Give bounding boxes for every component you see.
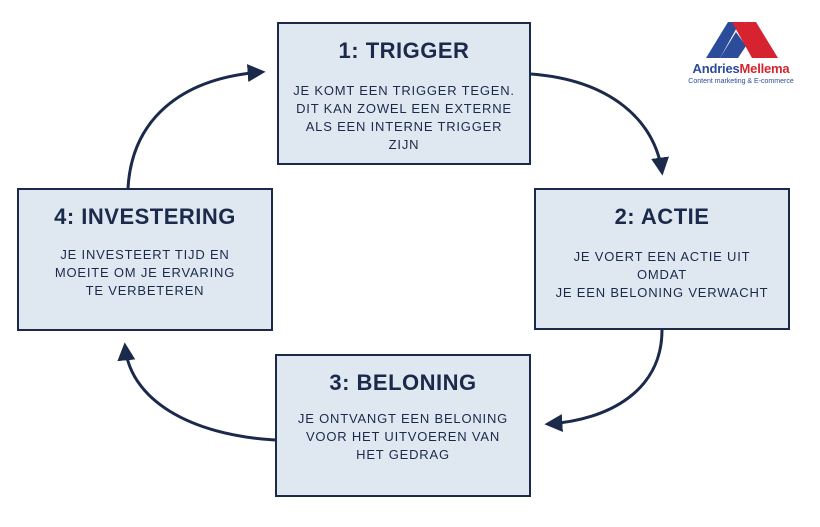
step-beloning-title: 3: BELONING (329, 370, 477, 395)
logo-last-name: Mellema (739, 61, 790, 76)
step-actie-text: JE VOERT EEN ACTIE UIT OMDAT JE EEN BELO… (548, 248, 776, 302)
step-investering-line: TE VERBETEREN (85, 283, 205, 298)
step-beloning-line: HET GEDRAG (356, 447, 450, 462)
logo-wordmark: AndriesMellema (676, 61, 806, 76)
step-beloning-line: JE ONTVANGT EEN BELONING (297, 411, 509, 426)
step-actie-line: JE EEN BELONING VERWACHT (555, 285, 769, 300)
step-investering-line: MOEITE OM JE ERVARING (54, 265, 236, 280)
step-beloning-box: 3: BELONING JE ONTVANGT EEN BELONING VOO… (275, 354, 531, 497)
step-actie-box: 2: ACTIE JE VOERT EEN ACTIE UIT OMDAT JE… (534, 188, 790, 330)
step-investering-text: JE INVESTEERT TIJD EN MOEITE OM JE ERVAR… (31, 246, 259, 300)
arrow-actie-to-beloning (544, 329, 664, 433)
step-trigger-box: 1: TRIGGER JE KOMT EEN TRIGGER TEGEN. DI… (277, 22, 531, 165)
step-trigger-line: DIT KAN ZOWEL EEN EXTERNE (296, 101, 512, 116)
logo-tagline: Content marketing & E-commerce (688, 78, 794, 85)
logo-first-name: Andries (692, 61, 740, 76)
step-beloning-line: VOOR HET UITVOEREN VAN (305, 429, 501, 444)
arrow-investering-to-trigger (126, 64, 266, 189)
step-trigger-text: JE KOMT EEN TRIGGER TEGEN. DIT KAN ZOWEL… (291, 82, 517, 154)
step-trigger-line: ALS EEN INTERNE TRIGGER ZIJN (305, 119, 503, 152)
brand-logo: AndriesMellema Content marketing & E-com… (676, 18, 806, 88)
step-investering-box: 4: INVESTERING JE INVESTEERT TIJD EN MOE… (17, 188, 273, 331)
arrow-trigger-to-actie (530, 72, 669, 176)
step-trigger-line: JE KOMT EEN TRIGGER TEGEN. (293, 83, 515, 98)
step-beloning-text: JE ONTVANGT EEN BELONING VOOR HET UITVOE… (289, 410, 517, 464)
logo-mark-icon (706, 22, 778, 58)
step-actie-line: JE VOERT EEN ACTIE UIT OMDAT (573, 249, 751, 282)
step-trigger-title: 1: TRIGGER (338, 38, 470, 63)
step-investering-line: JE INVESTEERT TIJD EN (60, 247, 230, 262)
step-actie-title: 2: ACTIE (614, 204, 710, 229)
step-investering-title: 4: INVESTERING (54, 204, 236, 229)
arrow-beloning-to-investering (117, 342, 276, 442)
